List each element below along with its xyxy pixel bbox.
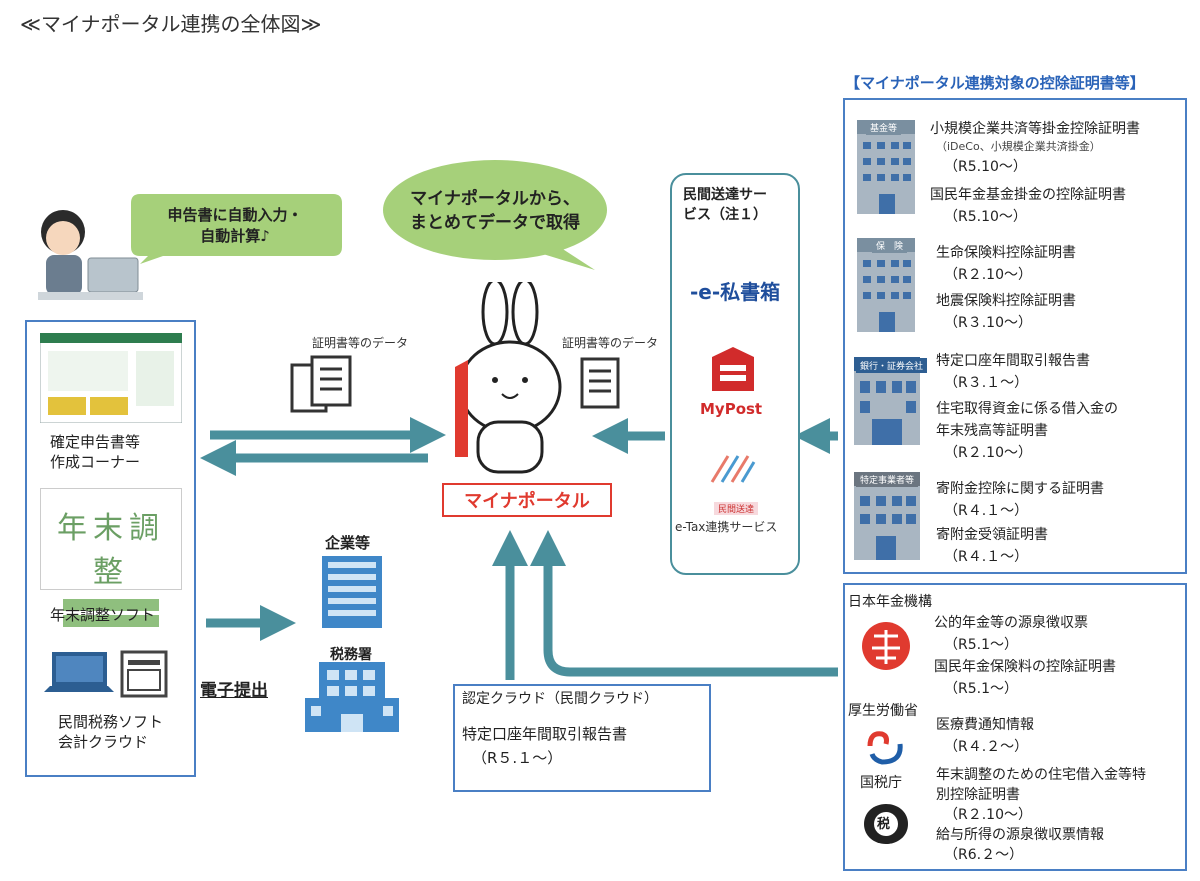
nenmatsu-button-1 (63, 599, 159, 611)
certified-cloud-panel (453, 684, 711, 792)
cloud-line1: 特定口座年間取引報告書 (462, 725, 628, 743)
document-icon-right (580, 357, 620, 409)
document-stack-icon-left (290, 355, 352, 413)
cert-kifukin-kojo-date: （R４.１～） (944, 503, 1029, 519)
nta-seal-text: 税 (877, 817, 891, 832)
cloud-line2: （R５.１～） (472, 749, 563, 767)
cert-kokumin-hokenryo: 国民年金保険料の控除証明書 (934, 659, 1116, 675)
data-label-right: 証明書等のデータ (562, 336, 659, 350)
kakutei-screen-thumbnail (40, 333, 182, 423)
cert-kokumin-kikin: 国民年金基金掛金の控除証明書 (930, 187, 1126, 203)
cert-jutaku-kariire-cont: 別控除証明書 (936, 787, 1020, 803)
speech-bubble-left (131, 194, 342, 264)
service-title-line2: ビス（注１） (683, 206, 767, 223)
cert-ideco-note: （iDeCo、小規模企業共済掛金） (936, 140, 1101, 153)
mynaportal-mascot-icon (455, 282, 562, 474)
nenkin-kiko-logo-icon (862, 622, 910, 670)
page-title: ≪マイナポータル連携の全体図≫ (20, 12, 322, 36)
cert-kifukin-juryo: 寄附金受領証明書 (936, 527, 1048, 543)
etax-badge: 民間送達 (714, 502, 759, 515)
specified-business-badge: 特定事業者等 (856, 472, 919, 487)
cert-jishin-date: （R３.10～） (944, 315, 1032, 331)
cert-tokutei-koza: 特定口座年間取引報告書 (936, 353, 1090, 369)
cert-jutaku-kariire: 年末調整のための住宅借入金等特 (936, 767, 1146, 783)
service-title-line1: 民間送達サー (683, 187, 767, 203)
nenmatsu-button-2 (63, 615, 159, 627)
cert-seimei: 生命保険料控除証明書 (936, 245, 1076, 261)
nenmatsu-logo: 年末調整 (57, 511, 165, 590)
speech-center-line2: まとめてデータで取得 (410, 212, 580, 233)
org-nenkin-kiko: 日本年金機構 (848, 594, 932, 610)
cert-kifukin-juryo-date: （R４.１～） (944, 549, 1029, 565)
fund-badge: 基金等 (866, 120, 902, 135)
mypost-mailbox-icon (712, 347, 754, 391)
speech-left-line2: 自動計算♪ (200, 227, 270, 245)
cert-tokutei-koza-date: （R３.１～） (944, 375, 1029, 391)
arrow-pension-up (530, 530, 838, 677)
cert-kifukin-kojo: 寄附金控除に関する証明書 (936, 481, 1104, 497)
cert-nenmatsu-zandaka: 年末残高等証明書 (936, 423, 1048, 439)
kakutei-label-line2: 作成コーナー (50, 453, 141, 472)
bank-badge: 銀行・証券会社 (856, 358, 928, 373)
kakutei-label-line1: 確定申告書等 (50, 433, 141, 451)
cert-kyuyo-gensen: 給与所得の源泉徴収票情報 (936, 827, 1104, 843)
cert-kyuyo-gensen-date: （R6.２～） (944, 847, 1024, 863)
cloud-title: 認定クラウド（民間クラウド） (462, 691, 658, 707)
cert-jutaku-kariire-date: （R２.10～） (944, 807, 1032, 823)
speech-left-line1: 申告書に自動入力・ (167, 206, 303, 224)
etax-service-label: e-Tax連携サービス (675, 520, 778, 534)
mynaportal-label: マイナポータル (442, 483, 612, 517)
mypost-logo: MyPost (700, 400, 763, 418)
eshisho-logo: -e-私書箱 (690, 280, 781, 304)
minkan-label-line1: 民間税務ソフト (58, 713, 164, 731)
nta-seal-icon (864, 804, 908, 844)
nenmatsu-app-thumbnail: 年末調整 (40, 488, 182, 627)
nenmatsu-label: 年末調整ソフト (50, 606, 156, 624)
insurance-badge: 保 険 (872, 238, 908, 253)
company-building-icon (322, 556, 382, 628)
zeimusho-label: 税務署 (330, 647, 372, 663)
cert-iryohi: 医療費通知情報 (936, 717, 1034, 733)
person-laptop-icon (38, 210, 143, 300)
cert-seimei-date: （R２.10～） (944, 267, 1032, 283)
kigyo-label: 企業等 (325, 534, 371, 552)
speech-center-line1: マイナポータルから、 (410, 189, 580, 209)
cert-kokumin-kikin-date: （R5.10～） (944, 209, 1027, 225)
cert-jishin: 地震保険料控除証明書 (936, 293, 1076, 309)
org-kosei-rodosho: 厚生労働省 (848, 703, 918, 719)
denshi-teishutsu-label: 電子提出 (200, 681, 268, 701)
laptop-document-icon (44, 650, 168, 698)
cert-iryohi-date: （R４.２～） (944, 739, 1029, 755)
etax-stripes-icon (710, 455, 756, 483)
cert-nenmatsu-zandaka-date: （R２.10～） (944, 445, 1032, 461)
cert-kokumin-hokenryo-date: （R5.1～） (944, 681, 1018, 697)
mhlw-logo-icon (867, 731, 903, 765)
cert-ideco-date: （R5.10～） (944, 159, 1027, 175)
cert-nenkin-gensen: 公的年金等の源泉徴収票 (934, 615, 1088, 631)
speech-bubble-center (383, 160, 607, 270)
org-kokuzeicho: 国税庁 (860, 775, 902, 791)
certs-header: 【マイナポータル連携対象の控除証明書等】 (845, 74, 1145, 92)
tax-office-building-icon (305, 662, 399, 732)
cert-nenkin-gensen-date: （R5.1～） (944, 637, 1018, 653)
cert-jutaku-shikin: 住宅取得資金に係る借入金の (936, 401, 1118, 417)
data-label-left: 証明書等のデータ (312, 336, 409, 350)
cert-ideco: 小規模企業共済等掛金控除証明書 (930, 121, 1140, 137)
minkan-label-line2: 会計クラウド (58, 733, 149, 752)
